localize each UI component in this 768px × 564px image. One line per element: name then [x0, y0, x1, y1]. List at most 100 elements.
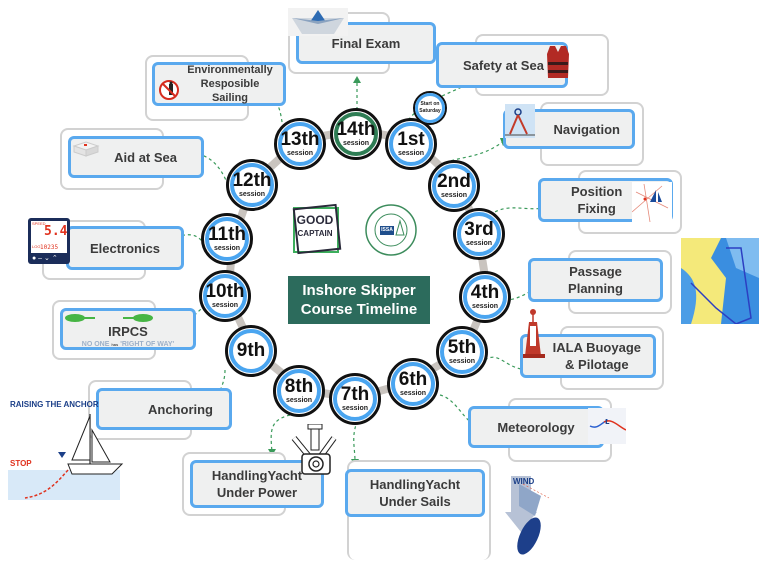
- display-buttons: ● – ⌄ ⌃: [32, 255, 58, 262]
- boats-crossing-icon: [63, 310, 155, 326]
- start-line1: Start on: [420, 101, 440, 107]
- card-label-line2: Resposible: [200, 78, 260, 90]
- good-captain-logo: GOOD CAPTAIN: [291, 203, 342, 255]
- issa-abbr: ISSA: [381, 227, 393, 233]
- session-label: session: [238, 190, 266, 198]
- session-number: 2nd: [437, 170, 471, 192]
- session-label: session: [440, 191, 468, 199]
- session-label: session: [397, 149, 425, 157]
- compass-divider-icon: [505, 104, 535, 138]
- session-number: 5th: [447, 336, 477, 358]
- engine-icon: [284, 423, 344, 476]
- card-label: Final Exam: [331, 35, 401, 51]
- card-label: Navigation: [553, 121, 620, 137]
- speed-display-icon: SPEED 5.4 LOG 10235 ● – ⌄ ⌃: [28, 218, 70, 264]
- card-label-line2: Planning: [568, 281, 623, 296]
- card-label: Anchoring: [148, 401, 213, 417]
- arrow-3-position: [489, 204, 556, 216]
- irpcs-sub-b: has: [111, 342, 119, 347]
- session-9-node[interactable]: 9th: [225, 325, 277, 377]
- good-captain-line1: GOOD: [296, 213, 334, 227]
- weather-front-icon: L: [588, 408, 627, 444]
- session-number: 10th: [205, 280, 245, 302]
- session-number: 1st: [397, 128, 425, 150]
- card-label: Electronics: [89, 240, 161, 256]
- title-line2: Course Timeline: [300, 301, 418, 318]
- arrow-11-electronics: [171, 234, 206, 246]
- card-label-line1: Position: [571, 184, 623, 199]
- card-label: Aid at Sea: [114, 149, 177, 165]
- first-aid-kit-icon: [72, 140, 100, 158]
- session-label: session: [399, 389, 427, 397]
- session-label: session: [286, 149, 314, 157]
- irpcs-sub-a: NO ONE: [81, 341, 110, 348]
- session-number: 9th: [236, 340, 266, 361]
- session-number: 4th: [470, 281, 500, 303]
- session-number: 3rd: [464, 218, 494, 240]
- session-number: 7th: [340, 383, 370, 405]
- card-label-line3: Sailing: [211, 92, 249, 104]
- irpcs-subtitle: NO ONE has 'RIGHT OF WAY': [82, 340, 174, 349]
- good-captain-line2: CAPTAIN: [297, 229, 333, 238]
- card-label-line2: Under Sails: [379, 494, 451, 509]
- start-line2: Saturday: [419, 108, 441, 114]
- raising-anchor-illustration: RAISING THE ANCHOR STOP: [0, 400, 130, 506]
- position-fix-icon: [631, 182, 672, 223]
- wind-label: WIND: [513, 477, 535, 486]
- session-label: session: [341, 404, 369, 412]
- wind-sail-icon: WIND: [505, 476, 553, 556]
- no-littering-icon: [158, 79, 180, 101]
- card-label-line1: Passage: [569, 264, 622, 279]
- session-number: 13th: [280, 128, 320, 150]
- session-number: 14th: [336, 118, 376, 140]
- card-label-line1: HandlingYacht: [369, 477, 461, 492]
- log-label: LOG: [32, 244, 41, 249]
- weather-low-label: L: [605, 418, 610, 426]
- buoy-icon: [521, 308, 547, 360]
- log-value: 10235: [40, 244, 59, 251]
- card-label: Safety at Sea: [463, 57, 544, 73]
- session-label: session: [213, 244, 241, 252]
- session-label: session: [285, 396, 313, 404]
- card-label: Meteorology: [497, 419, 575, 435]
- card-label-line1: Environmentally: [187, 64, 273, 76]
- card-label-line2: Fixing: [577, 201, 616, 216]
- session-number: 6th: [398, 368, 428, 390]
- anchor-caption: RAISING THE ANCHOR: [10, 400, 99, 409]
- life-jacket-icon: [546, 44, 570, 80]
- issa-logo: ISSA: [364, 203, 418, 257]
- title-line1: Inshore Skipper: [302, 282, 416, 299]
- stop-label: STOP: [10, 459, 32, 468]
- card-label-line1: HandlingYacht: [211, 468, 303, 483]
- session-label: session: [465, 239, 493, 247]
- arrow-7-sails: [353, 414, 361, 463]
- session-label: session: [211, 301, 239, 309]
- session-number: 8th: [284, 375, 314, 397]
- session-number: 12th: [232, 169, 272, 191]
- session-label: session: [342, 139, 370, 147]
- card-label-line1: IALA Buoyage: [552, 340, 641, 355]
- session-label: session: [448, 357, 476, 365]
- speed-label: SPEED: [32, 221, 46, 226]
- card-label-line2: Under Power: [216, 485, 298, 500]
- speed-value: 5.4: [44, 224, 68, 239]
- irpcs-sub-c: 'RIGHT OF WAY': [120, 341, 175, 348]
- paper-boat-icon: [288, 8, 348, 36]
- card-label: IRPCS: [108, 324, 148, 339]
- card-label-line2: & Pilotage: [565, 357, 629, 372]
